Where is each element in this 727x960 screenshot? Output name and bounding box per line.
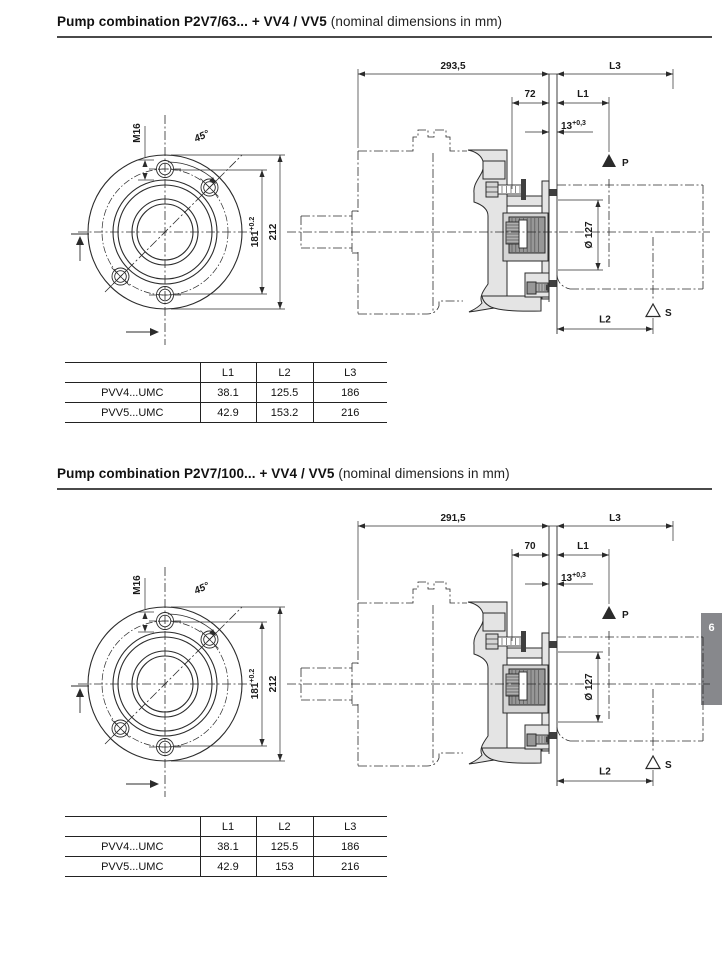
- value-cell-l2: 125.5: [255, 382, 313, 403]
- model-cell: PVV5...UMC: [101, 860, 164, 873]
- dimensions-table: L1 L2 L3 PVV4...UMC 38.1 125.5 186 PVV5.…: [65, 362, 387, 423]
- dim-pilot-diameter: Ø 127: [584, 673, 595, 701]
- dim-groove-value: 13: [561, 573, 573, 584]
- dim-m16-thread: M16: [132, 123, 143, 143]
- mounting-flange-section: [467, 601, 557, 765]
- dim-groove: 13+0,3: [561, 572, 586, 584]
- dim-groove-tolerance: +0,3: [572, 572, 586, 579]
- port-s-marker: S: [644, 754, 672, 771]
- dim-l1: L1: [577, 541, 589, 552]
- value-cell-l1: 38.1: [199, 382, 256, 403]
- dim-groove-tolerance: +0,3: [572, 120, 586, 127]
- dim-overall-length: 291,5: [440, 513, 465, 524]
- section-subtitle: (nominal dimensions in mm): [338, 466, 510, 481]
- dim-groove-value: 13: [561, 121, 573, 132]
- dim-groove: 13+0,3: [561, 120, 586, 132]
- value-cell-l1: 38.1: [199, 836, 256, 857]
- dim-l3: L3: [609, 513, 621, 524]
- front-view: M16 45° 181+0.2 212: [78, 115, 285, 345]
- dim-bolt-circle: 181+0.2: [249, 217, 261, 248]
- port-s-marker: S: [644, 302, 672, 319]
- value-cell-l2: 153.2: [255, 402, 313, 423]
- mounting-face-lines: [548, 526, 558, 786]
- table-header-row: L1 L2 L3: [65, 362, 387, 383]
- dimensions-table: L1 L2 L3 PVV4...UMC 38.1 125.5 186 PVV5.…: [65, 816, 387, 877]
- dim-45-degrees: 45°: [192, 128, 212, 145]
- dim-overall-length: 293,5: [440, 61, 465, 72]
- pump-dimension-drawing: M16 45° 181+0.2 212 293,5 L3 72 L1 13+0,3 Ø 127L2…: [71, 61, 710, 345]
- section-title: Pump combination P2V7/100... + VV4 / VV5…: [57, 466, 712, 490]
- model-cell: PVV4...UMC: [101, 840, 164, 853]
- dim-45-degrees: 45°: [192, 580, 212, 597]
- view-direction-markers: [71, 685, 159, 788]
- port-p-marker: P: [602, 606, 629, 621]
- table-header-row: L1 L2 L3: [65, 816, 387, 837]
- pump-body-phantom: [300, 581, 467, 767]
- front-view: M16 45° 181+0.2 212: [78, 567, 285, 797]
- section-p2v7-100: Pump combination P2V7/100... + VV4 / VV5…: [0, 452, 727, 904]
- col-header-l1: L1: [199, 362, 256, 383]
- mounting-flange-section: [467, 149, 557, 313]
- section-subtitle: (nominal dimensions in mm): [330, 14, 503, 29]
- dim-l2: L2: [599, 767, 611, 778]
- model-cell: PVV5...UMC: [101, 406, 164, 419]
- col-header-l2: L2: [255, 816, 313, 837]
- table-corner-cell: [65, 363, 200, 383]
- value-cell-l2: 153: [255, 856, 313, 877]
- view-direction-markers: [71, 233, 159, 336]
- port-p-marker: P: [602, 154, 629, 169]
- dim-bolt-circle-tolerance: +0.2: [249, 669, 256, 683]
- col-header-l3: L3: [312, 362, 387, 383]
- port-s-label: S: [665, 760, 672, 771]
- table-row-pvv5: PVV5...UMC 42.9 153.2 216: [65, 402, 387, 423]
- section-tab: 6: [701, 613, 722, 705]
- section-title: Pump combination P2V7/63... + VV4 / VV5 …: [57, 14, 712, 38]
- section-title-bold: Pump combination P2V7/100... + VV4 / VV5: [57, 466, 335, 481]
- value-cell-l2: 125.5: [255, 836, 313, 857]
- col-header-l1: L1: [199, 816, 256, 837]
- section-p2v7-63: Pump combination P2V7/63... + VV4 / VV5 …: [0, 0, 727, 452]
- section-title-bold: Pump combination P2V7/63... + VV4 / VV5: [57, 14, 327, 29]
- value-cell-l3: 216: [312, 856, 387, 877]
- pump-dimension-drawing: M16 45° 181+0.2 212 291,5 L3 70 L1 13+0,3 Ø 127L2…: [71, 513, 710, 797]
- value-cell-l3: 186: [312, 382, 387, 403]
- value-cell-l3: 216: [312, 402, 387, 423]
- dim-l1: L1: [577, 89, 589, 100]
- table-corner-cell: [65, 817, 200, 837]
- col-header-l2: L2: [255, 362, 313, 383]
- vv-pump-phantom: [287, 179, 710, 300]
- port-p-label: P: [622, 610, 629, 621]
- pump-body-phantom: [300, 129, 467, 315]
- model-cell: PVV4...UMC: [101, 386, 164, 399]
- dim-bolt-circle: 181+0.2: [249, 669, 261, 700]
- mounting-face-lines: [548, 74, 558, 334]
- table-row-pvv4: PVV4...UMC 38.1 125.5 186: [65, 836, 387, 857]
- value-cell-l3: 186: [312, 836, 387, 857]
- dim-flange-offset: 72: [524, 89, 536, 100]
- port-p-label: P: [622, 158, 629, 169]
- value-cell-l1: 42.9: [199, 402, 256, 423]
- vv-pump-phantom: [287, 631, 710, 752]
- dim-bolt-circle-value: 181: [250, 682, 261, 699]
- dim-bolt-circle-tolerance: +0.2: [249, 217, 256, 231]
- dim-l2: L2: [599, 315, 611, 326]
- value-cell-l1: 42.9: [199, 856, 256, 877]
- dim-flange-offset: 70: [524, 541, 536, 552]
- dim-outer-diameter: 212: [268, 223, 279, 240]
- dim-m16-thread: M16: [132, 575, 143, 595]
- table-row-pvv4: PVV4...UMC 38.1 125.5 186: [65, 382, 387, 403]
- dim-l3: L3: [609, 61, 621, 72]
- col-header-l3: L3: [312, 816, 387, 837]
- dim-outer-diameter: 212: [268, 675, 279, 692]
- port-s-label: S: [665, 308, 672, 319]
- dim-bolt-circle-value: 181: [250, 230, 261, 247]
- dim-pilot-diameter: Ø 127: [584, 221, 595, 249]
- table-row-pvv5: PVV5...UMC 42.9 153 216: [65, 856, 387, 877]
